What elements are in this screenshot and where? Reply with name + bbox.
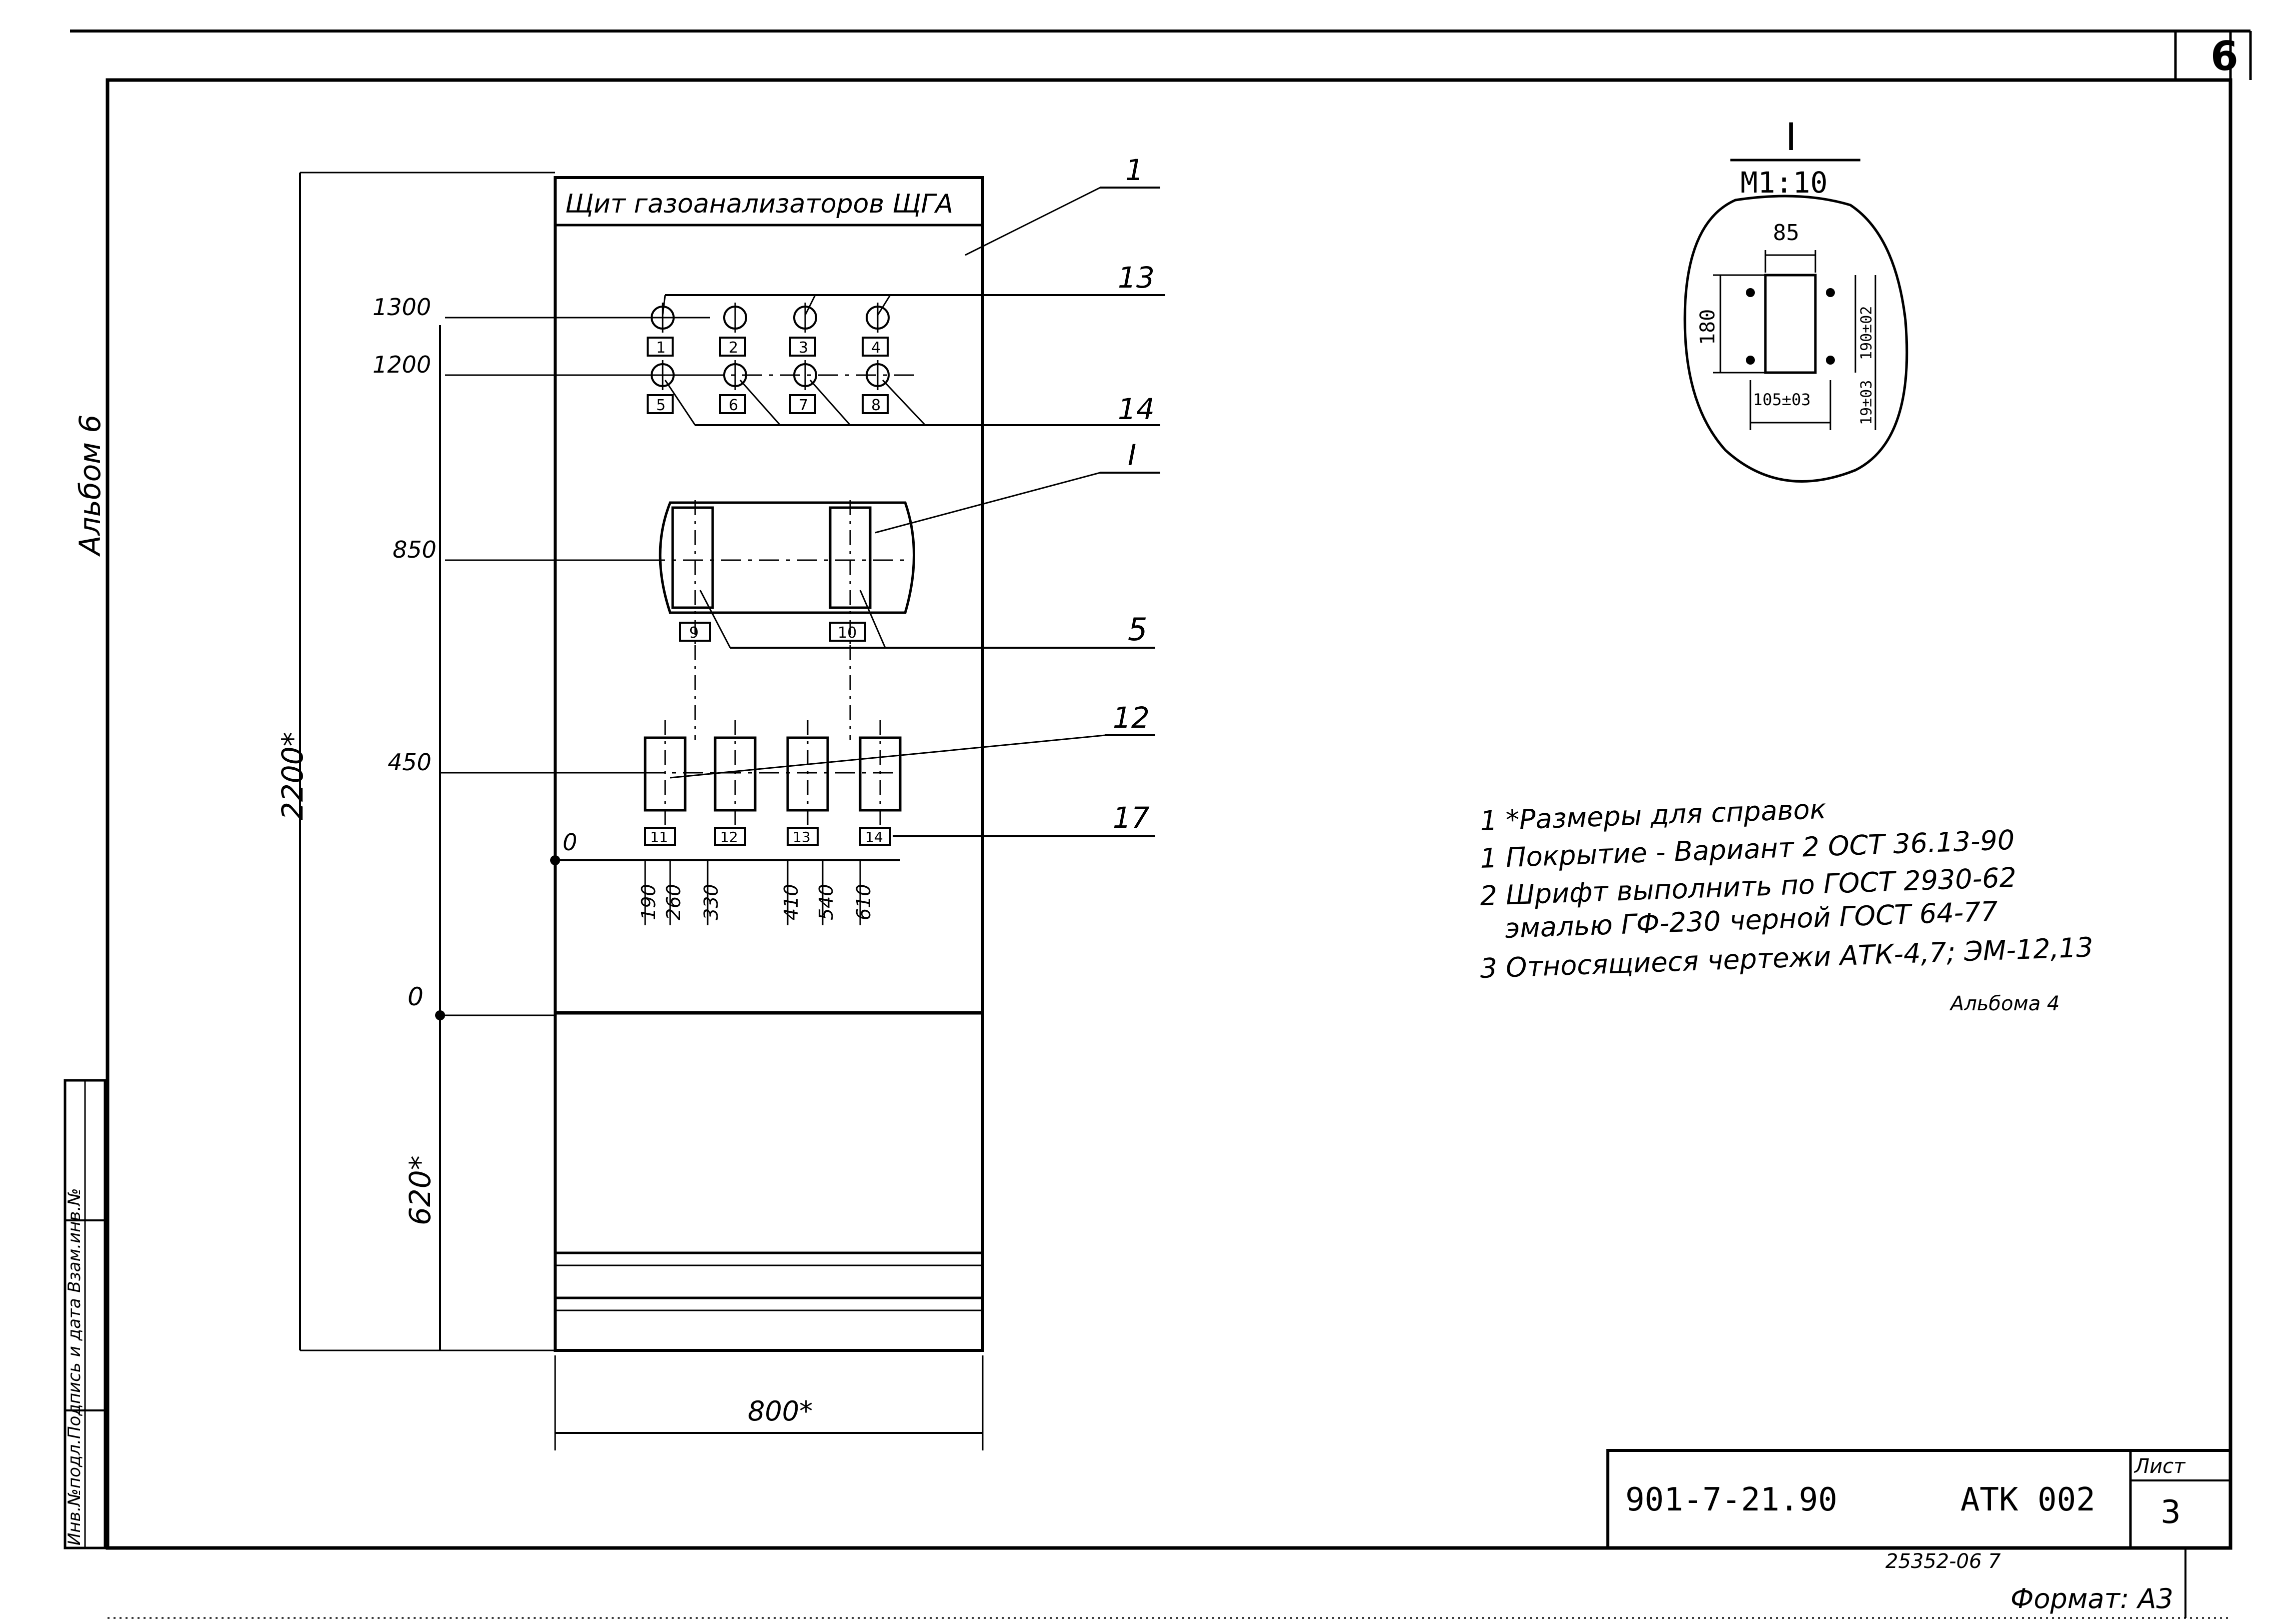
callout-1: 1: [1125, 153, 1144, 187]
callout-I: I: [1128, 438, 1136, 472]
width-dimension: [554, 1355, 984, 1450]
notes-block: 1 *Размеры для справок 1 Покрытие - Вари…: [1479, 793, 2093, 1015]
instrument-tag-7: 7: [799, 397, 808, 414]
callout-14: 14: [1118, 392, 1155, 426]
instrument-row-2: [647, 360, 890, 414]
level-850-label: 850: [393, 536, 437, 563]
detail-dim-bottom: 105±03: [1753, 390, 1811, 409]
recorder-window: [659, 500, 915, 740]
horizontal-dimension-ticks: [644, 860, 861, 925]
callout-13: 13: [1118, 261, 1155, 295]
level-450-label: 450: [388, 749, 432, 776]
side-stamp: [64, 1079, 107, 1549]
instrument-tag-4: 4: [871, 339, 881, 357]
format-label: Формат: А3: [2010, 1583, 2173, 1614]
instrument-tag-6: 6: [729, 397, 738, 414]
instrument-6: [719, 360, 747, 414]
instrument-8: [862, 360, 890, 414]
detail-scale: М1:10: [1740, 166, 1828, 200]
inner-zero-label: 0: [563, 829, 577, 856]
height-dimension: [299, 172, 555, 1351]
sheet-label: Лист: [2133, 1455, 2186, 1478]
instrument-tag-8: 8: [871, 397, 881, 414]
detail-dim-top: 85: [1773, 220, 1799, 246]
instrument-tag-1: 1: [656, 339, 666, 357]
archive-number: 25352-06 7: [1885, 1550, 2001, 1573]
instrument-tag-5: 5: [656, 397, 666, 414]
instrument-tag-2: 2: [729, 339, 738, 357]
panel-outline: [554, 176, 984, 1352]
instrument-tag-3: 3: [799, 339, 808, 357]
device-tag-12: 12: [720, 829, 738, 845]
width-dimension-label: 800*: [748, 1395, 813, 1427]
panel-title: Щит газоанализаторов ЩГА: [565, 189, 953, 219]
level-0-label: 0: [408, 982, 424, 1011]
recorder-tag-10: 10: [838, 624, 857, 642]
instrument-1: [647, 303, 675, 357]
hdim-260: 260: [663, 884, 685, 920]
callout-leaders: [662, 187, 1165, 837]
level-1300-label: 1300: [373, 294, 431, 321]
doc-code: АТК 002: [1960, 1481, 2095, 1518]
detail-title: I: [1785, 115, 1796, 159]
device-tag-13: 13: [793, 829, 811, 845]
level-lines: [435, 317, 920, 1020]
lower-devices: [644, 720, 902, 846]
instrument-4: [862, 303, 890, 357]
hdim-540: 540: [815, 884, 837, 920]
level-1200-label: 1200: [373, 351, 431, 378]
callout-17: 17: [1113, 801, 1150, 835]
doc-number: 901-7-21.90: [1625, 1481, 1837, 1518]
device-tag-14: 14: [865, 829, 883, 845]
instrument-5: [647, 360, 675, 414]
instrument-2: [719, 303, 747, 357]
hdim-410: 410: [780, 884, 802, 920]
instrument-7: [789, 360, 817, 414]
detail-dim-right-lower: 19±03: [1858, 380, 1875, 425]
callout-12: 12: [1113, 701, 1150, 735]
hdim-610: 610: [853, 884, 875, 920]
page-corner-number: 6: [2210, 33, 2238, 80]
device-tag-11: 11: [650, 829, 668, 845]
recorder-tag-9: 9: [689, 624, 699, 642]
title-block: [1606, 1449, 2232, 1618]
instrument-row-1: [647, 303, 890, 357]
callout-5: 5: [1128, 611, 1147, 648]
instrument-3: [789, 303, 817, 357]
hdim-190: 190: [638, 884, 660, 920]
sheet-frame: [70, 30, 2252, 1619]
height-dimension-label: 2200*: [276, 732, 310, 820]
detail-outline: [1683, 195, 1908, 483]
note-line-6: Альбома 4: [1949, 992, 2060, 1015]
side-stamp-label: Инв.№подл.Подпись и дата Взам.инв.№: [65, 1188, 85, 1545]
detail-dim-right: 190±02: [1858, 306, 1875, 360]
detail-dim-left: 180: [1696, 309, 1719, 345]
album-side-label: Альбом 6: [73, 415, 107, 557]
note-line-1: 1 *Размеры для справок: [1479, 793, 1826, 837]
base-height-dimension-label: 620*: [403, 1155, 437, 1225]
hdim-330: 330: [700, 884, 722, 920]
sheet-number: 3: [2160, 1494, 2181, 1531]
